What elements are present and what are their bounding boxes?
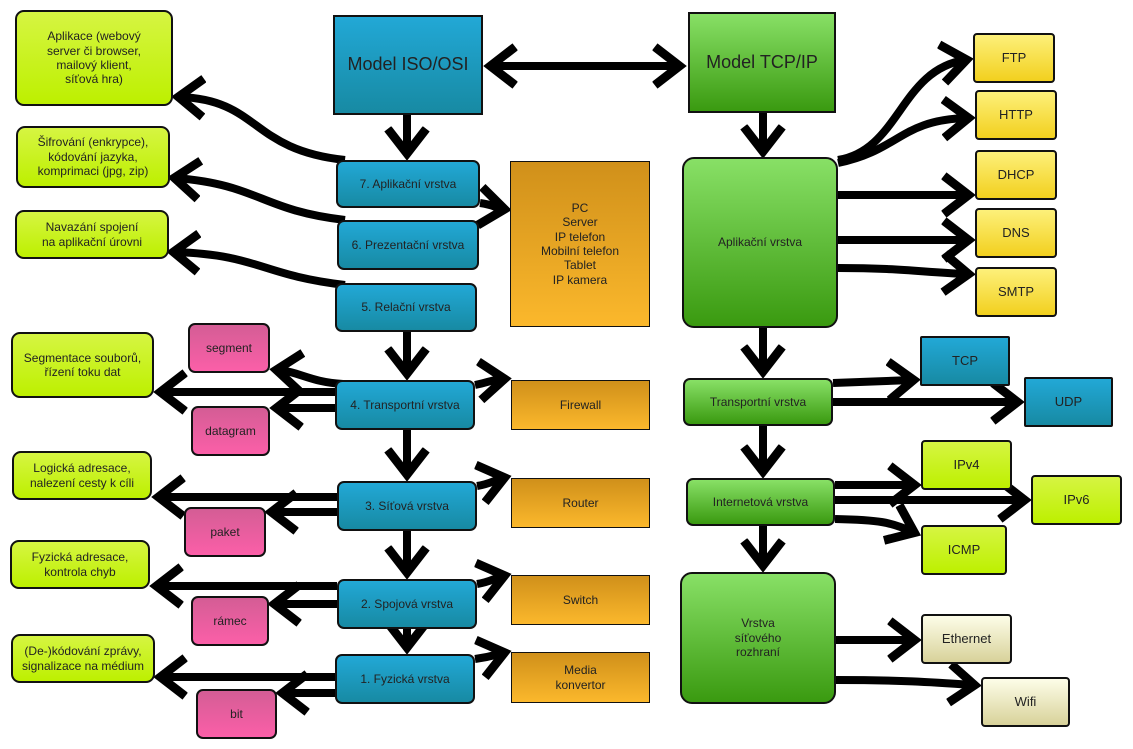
desc-physical: (De-)kódování zprávy, signalizace na méd… xyxy=(11,634,155,683)
pdu-segment: segment xyxy=(188,323,270,373)
osi-layer-6: 6. Prezentační vrstva xyxy=(337,220,479,270)
tcpip-transport-layer: Transportní vrstva xyxy=(683,378,833,426)
proto-ipv6: IPv6 xyxy=(1031,475,1122,525)
device-media-converter: Media konvertor xyxy=(511,652,650,703)
desc-network: Logická adresace, nalezení cesty k cíli xyxy=(12,451,152,500)
device-router: Router xyxy=(511,478,650,528)
proto-smtp: SMTP xyxy=(975,267,1057,317)
tcpip-link-layer: Vrstva síťového rozhraní xyxy=(680,572,836,704)
osi-layer-4: 4. Transportní vrstva xyxy=(335,380,475,430)
desc-datalink: Fyzická adresace, kontrola chyb xyxy=(10,540,150,589)
pdu-packet: paket xyxy=(184,507,266,557)
proto-wifi: Wifi xyxy=(981,677,1070,727)
desc-session: Navazání spojení na aplikační úrovni xyxy=(15,210,169,259)
proto-icmp: ICMP xyxy=(921,525,1007,575)
pdu-datagram: datagram xyxy=(191,406,270,456)
proto-ftp: FTP xyxy=(973,33,1055,83)
osi-layer-3: 3. Síťová vrstva xyxy=(337,481,477,531)
devices-endpoints: PC Server IP telefon Mobilní telefon Tab… xyxy=(510,161,650,327)
proto-ipv4: IPv4 xyxy=(921,440,1012,490)
desc-application: Aplikace (webový server či browser, mail… xyxy=(15,10,173,106)
tcpip-internet-layer: Internetová vrstva xyxy=(686,478,835,526)
osi-layer-7: 7. Aplikační vrstva xyxy=(336,160,480,208)
proto-ethernet: Ethernet xyxy=(921,614,1012,664)
proto-tcp: TCP xyxy=(920,336,1010,386)
pdu-frame: rámec xyxy=(191,596,269,646)
proto-dhcp: DHCP xyxy=(975,150,1057,200)
device-switch: Switch xyxy=(511,575,650,625)
device-firewall: Firewall xyxy=(511,380,650,430)
proto-http: HTTP xyxy=(975,90,1057,140)
desc-transport: Segmentace souborů, řízení toku dat xyxy=(11,332,154,398)
desc-presentation: Šifrování (enkrypce), kódování jazyka, k… xyxy=(16,126,170,188)
proto-dns: DNS xyxy=(975,208,1057,258)
model-iso-osi: Model ISO/OSI xyxy=(333,15,483,115)
proto-udp: UDP xyxy=(1024,377,1113,427)
osi-layer-1: 1. Fyzická vrstva xyxy=(335,654,475,704)
model-tcp-ip: Model TCP/IP xyxy=(688,12,836,113)
osi-layer-2: 2. Spojová vrstva xyxy=(337,579,477,629)
tcpip-application-layer: Aplikační vrstva xyxy=(682,157,838,328)
osi-layer-5: 5. Relační vrstva xyxy=(335,283,477,332)
pdu-bit: bit xyxy=(196,689,277,739)
